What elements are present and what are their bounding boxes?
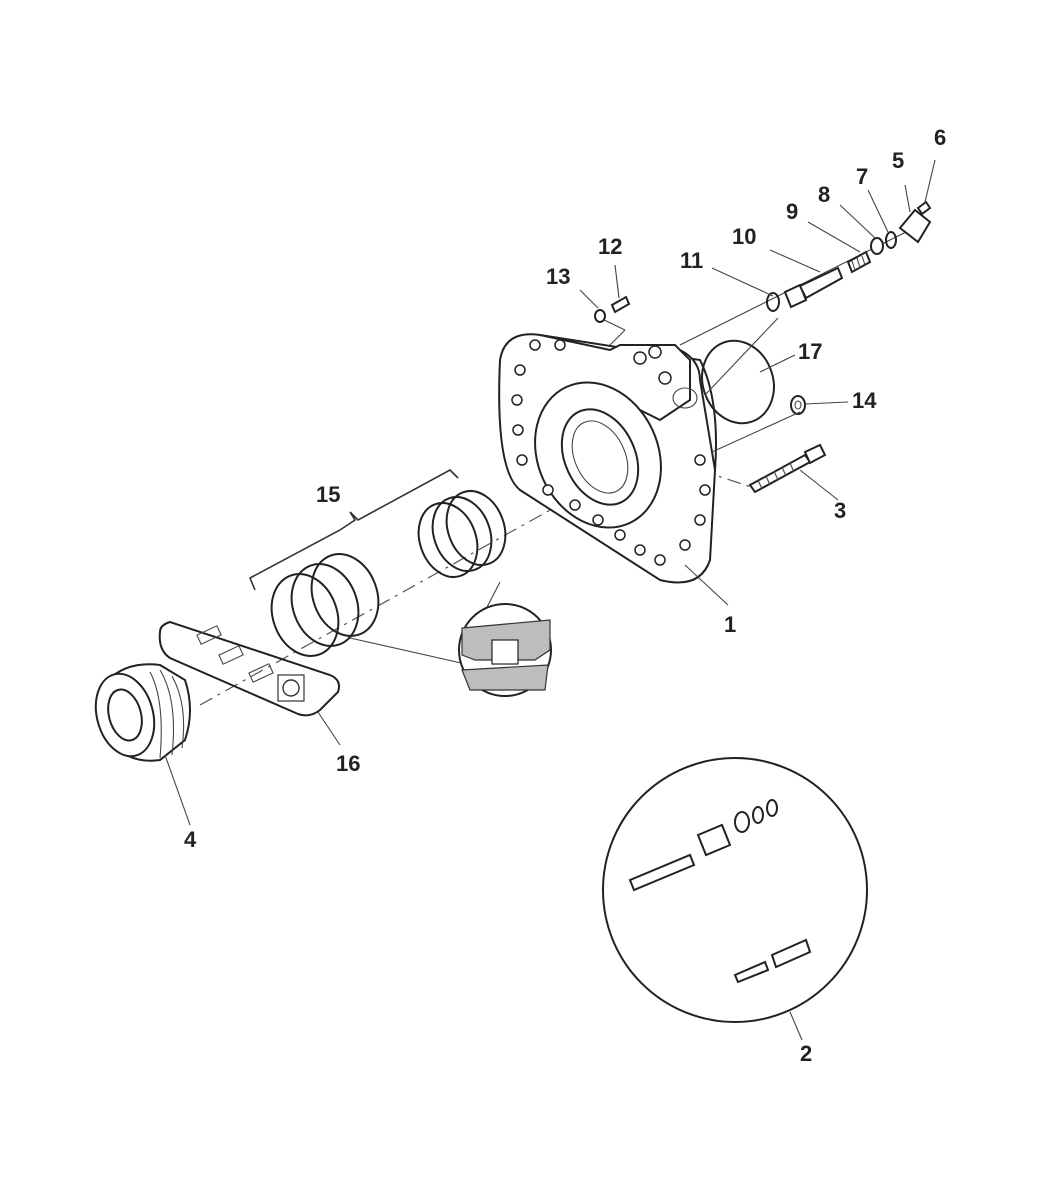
cylinder-block-part-4	[94, 663, 191, 762]
leader-lines	[164, 159, 936, 1041]
callout-9: 9	[786, 199, 799, 224]
housing-part-1	[498, 333, 717, 584]
callout-2: 2	[800, 1041, 813, 1066]
callout-12: 12	[598, 234, 623, 259]
sleeve-part-10	[783, 266, 844, 309]
callout-1: 1	[724, 612, 737, 637]
bolt-part-3	[748, 443, 827, 494]
callout-11: 11	[680, 248, 704, 273]
cover-plate-part-5	[898, 208, 932, 244]
callout-17: 17	[798, 339, 823, 364]
callout-14: 14	[852, 388, 877, 413]
callout-4: 4	[184, 827, 197, 852]
fitting-part-14	[790, 395, 806, 415]
seal-rings-group-b	[270, 553, 380, 657]
kit-panel-part-16	[158, 620, 340, 717]
washer-part-8	[870, 237, 884, 255]
ring-part-7	[885, 231, 897, 249]
callout-13: 13	[546, 264, 571, 289]
o-ring-part-17	[701, 339, 775, 425]
callout-3: 3	[834, 498, 847, 523]
housing-bolt-holes	[511, 339, 711, 566]
callout-15: 15	[316, 482, 341, 507]
plug-part-12	[610, 295, 631, 314]
washer-part-13	[594, 309, 606, 323]
seal-section-detail	[458, 603, 552, 697]
bracket-part-15	[248, 469, 459, 591]
spring-part-9	[846, 250, 872, 274]
callout-10: 10	[732, 224, 757, 249]
callout-5: 5	[892, 148, 905, 173]
detail-circle-part-2	[602, 757, 868, 1023]
port-holes	[633, 345, 672, 385]
callout-8: 8	[818, 182, 831, 207]
callout-7: 7	[856, 164, 869, 189]
screw-part-6	[916, 200, 932, 216]
seal-rings-group-a	[417, 490, 507, 578]
callout-6: 6	[934, 125, 947, 150]
o-ring-part-11	[766, 292, 780, 312]
callout-16: 16	[336, 751, 361, 776]
